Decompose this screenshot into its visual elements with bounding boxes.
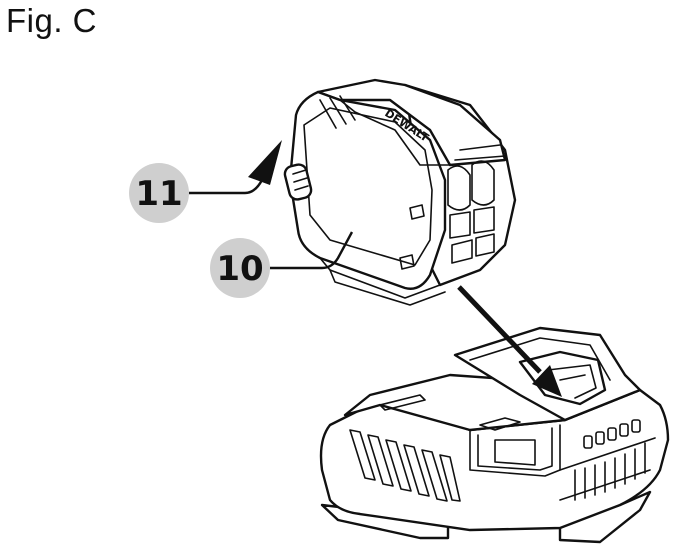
callout-11-number: 11: [135, 174, 182, 214]
charger: [319, 326, 670, 544]
battery-side-vents: [447, 144, 506, 264]
charger-left-vents: [349, 429, 461, 502]
charger-right-vents: [559, 437, 656, 501]
callout-10-number: 10: [216, 249, 263, 289]
charger-side-slots: [583, 419, 641, 449]
battery-pack: DEWALT: [283, 78, 517, 306]
figure-title: Fig. C: [6, 2, 98, 39]
callout-10: 10: [210, 231, 354, 298]
insertion-arrow: [457, 285, 562, 397]
callout-11: 11: [129, 140, 282, 223]
